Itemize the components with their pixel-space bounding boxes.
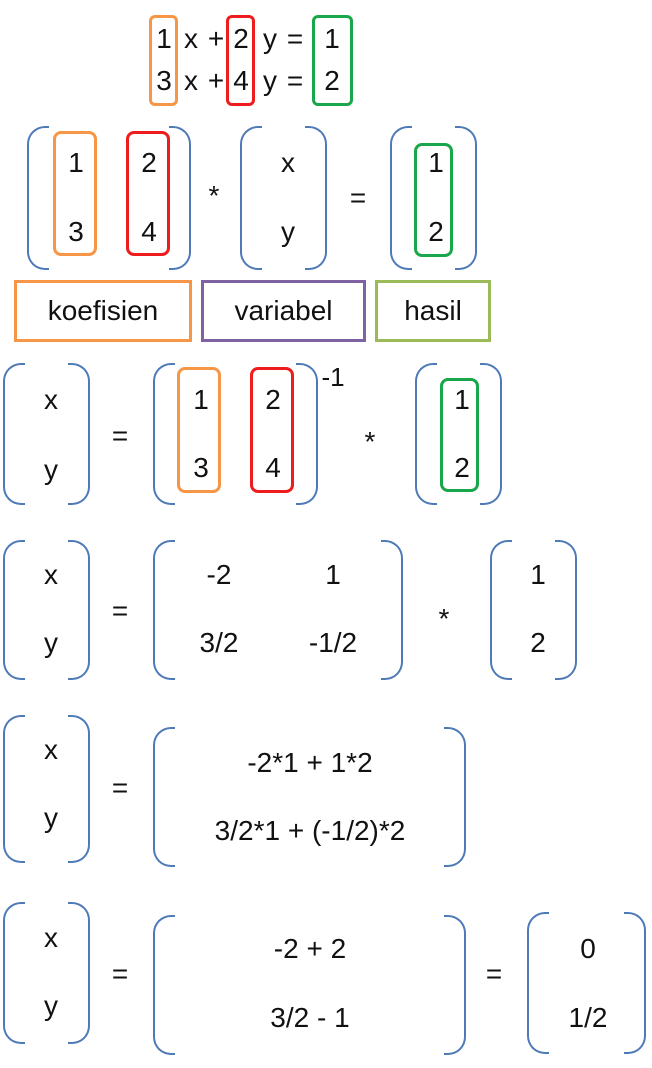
var-y: y: [281, 216, 295, 247]
rhs1-right-bracket: [480, 363, 502, 505]
lhs2-right-bracket: [68, 540, 90, 680]
eq1-c: 1: [324, 23, 340, 54]
eq2-a: 3: [156, 65, 172, 96]
lhs4-y: y: [44, 990, 58, 1021]
rhs1-2: 2: [454, 452, 470, 483]
const-highlight: [312, 15, 353, 106]
lhs4-right-bracket: [68, 902, 90, 1044]
legend-coefficient: koefisien: [14, 280, 192, 342]
step3-equals: =: [111, 772, 129, 803]
rhs2-2: 2: [530, 627, 546, 658]
lhs1-x: x: [44, 384, 58, 415]
inverse-22: -1/2: [308, 627, 358, 658]
legend-result: hasil: [375, 280, 491, 342]
final-right-bracket: [624, 912, 646, 1054]
sum-row1: -2 + 2: [273, 933, 347, 964]
lhs3-left-bracket: [3, 715, 25, 863]
rhs1-highlight: [440, 378, 479, 492]
lhs3-x: x: [44, 734, 58, 765]
var-vector-left-bracket: [240, 126, 262, 270]
coef-b-highlight: [226, 15, 255, 106]
coef-matrix-left-bracket: [27, 126, 49, 270]
final-left-bracket: [527, 912, 549, 1054]
lhs4-left-bracket: [3, 902, 25, 1044]
lhs1-y: y: [44, 454, 58, 485]
final-x-value: 0: [580, 933, 596, 964]
final-equals: =: [485, 958, 503, 989]
sum-right-bracket: [444, 915, 466, 1055]
result-vector-right-bracket: [455, 126, 477, 270]
coef1-11: 1: [193, 384, 209, 415]
lhs4-x: x: [44, 922, 58, 953]
coef-21: 3: [68, 216, 84, 247]
rhs1-left-bracket: [415, 363, 437, 505]
product-right-bracket: [444, 727, 466, 867]
lhs1-right-bracket: [68, 363, 90, 505]
result-2: 2: [428, 216, 444, 247]
product-row2: 3/2*1 + (-1/2)*2: [214, 815, 406, 846]
rhs2-1: 1: [530, 559, 546, 590]
coef-11: 1: [68, 147, 84, 178]
coef1-col2-highlight: [250, 367, 294, 493]
lhs3-right-bracket: [68, 715, 90, 863]
lhs2-y: y: [44, 627, 58, 658]
eq1-a: 1: [156, 23, 172, 54]
coef1-12: 2: [265, 384, 281, 415]
eq1-plus: +: [207, 23, 225, 54]
coef-22: 4: [141, 216, 157, 247]
var-x: x: [281, 147, 295, 178]
coef1-21: 3: [193, 452, 209, 483]
legend-variable: variabel: [201, 280, 366, 342]
product-left-bracket: [153, 727, 175, 867]
inverse-right-bracket: [381, 540, 403, 680]
lhs2-left-bracket: [3, 540, 25, 680]
lhs1-left-bracket: [3, 363, 25, 505]
inverse-exponent: -1: [321, 362, 345, 392]
equals-op: =: [349, 182, 367, 213]
coef-col1-highlight: [53, 131, 97, 256]
step2-equals: =: [111, 595, 129, 626]
product-row1: -2*1 + 1*2: [247, 747, 373, 778]
step4-equals: =: [111, 958, 129, 989]
result-1: 1: [428, 147, 444, 178]
eq1-x: x: [184, 23, 198, 54]
times-op: *: [208, 180, 220, 211]
coef-12: 2: [141, 147, 157, 178]
coef-matrix-right-bracket: [169, 126, 191, 270]
result-vector-left-bracket: [390, 126, 412, 270]
rhs2-left-bracket: [490, 540, 512, 680]
rhs2-right-bracket: [555, 540, 577, 680]
eq1-y: y: [263, 23, 277, 54]
rhs1-1: 1: [454, 384, 470, 415]
inverse-21: 3/2: [199, 627, 239, 658]
coef1-22: 4: [265, 452, 281, 483]
eq1-eq: =: [286, 23, 304, 54]
coef1-left-bracket: [153, 363, 175, 505]
step2-times: *: [438, 603, 450, 634]
lhs3-y: y: [44, 802, 58, 833]
sum-left-bracket: [153, 915, 175, 1055]
final-y-value: 1/2: [568, 1002, 608, 1033]
coef1-col1-highlight: [177, 367, 221, 493]
eq2-x: x: [184, 65, 198, 96]
inverse-left-bracket: [153, 540, 175, 680]
eq2-c: 2: [324, 65, 340, 96]
eq2-plus: +: [207, 65, 225, 96]
var-vector-right-bracket: [305, 126, 327, 270]
coef-a-highlight: [149, 15, 178, 106]
sum-row2: 3/2 - 1: [270, 1002, 350, 1033]
inverse-11: -2: [206, 559, 232, 590]
eq2-eq: =: [286, 65, 304, 96]
eq1-b: 2: [233, 23, 249, 54]
eq2-y: y: [263, 65, 277, 96]
lhs2-x: x: [44, 559, 58, 590]
step1-times: *: [364, 426, 376, 457]
inverse-12: 1: [325, 559, 341, 590]
coef-col2-highlight: [126, 131, 170, 256]
coef1-right-bracket: [296, 363, 318, 505]
step1-equals: =: [111, 420, 129, 451]
eq2-b: 4: [233, 65, 249, 96]
result-highlight: [414, 143, 453, 257]
